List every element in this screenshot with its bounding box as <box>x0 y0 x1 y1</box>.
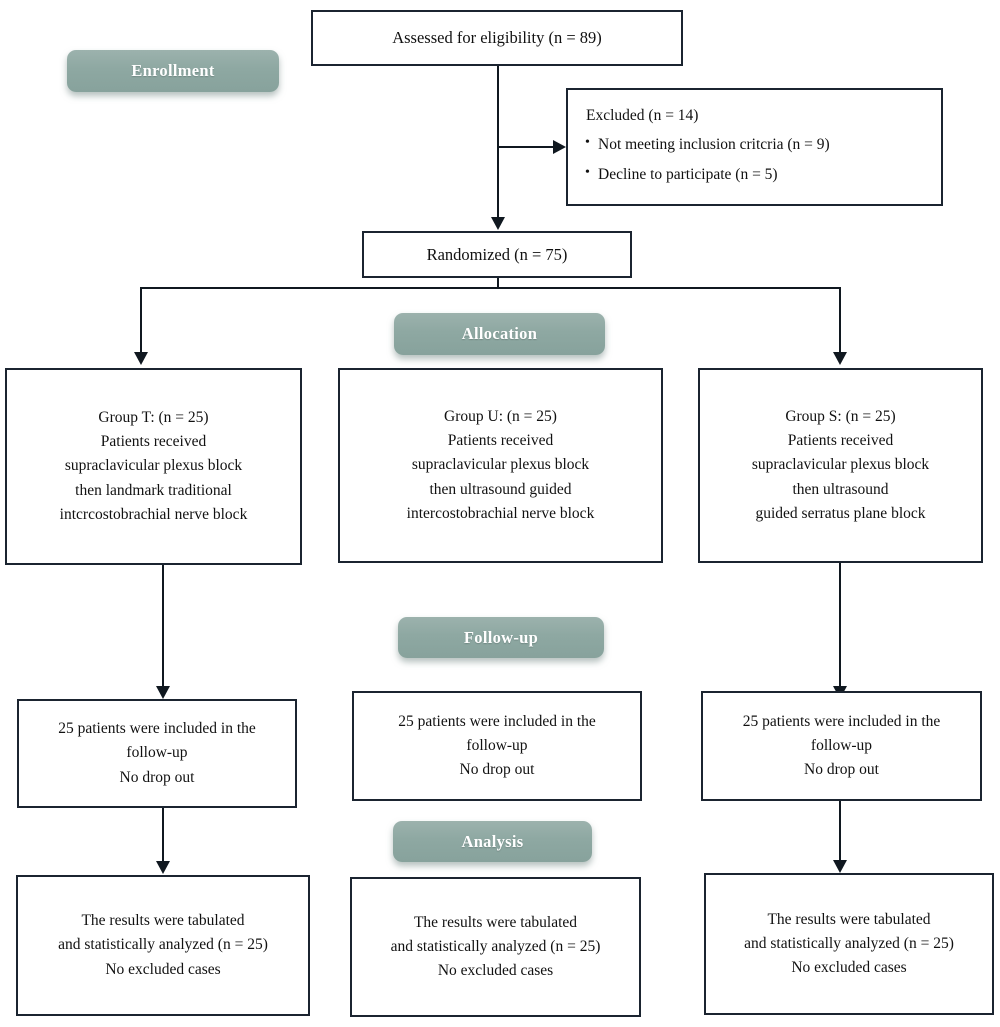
arrowhead-excluded <box>553 140 566 154</box>
box-followup-group-t: 25 patients were included in the follow-… <box>17 699 297 808</box>
allocation-line: supraclavicular plexus block <box>751 456 930 474</box>
connector-followup-s-to-analysis <box>839 801 841 861</box>
arrowhead-group-s <box>833 352 847 365</box>
allocation-line: Group U: (n = 25) <box>444 408 557 426</box>
analysis-line: The results were tabulated <box>413 913 578 931</box>
stage-label-allocation-text: Allocation <box>461 324 538 343</box>
list-item: Not meeting inclusion critcria (n = 9) <box>585 129 830 160</box>
followup-line: follow-up <box>466 736 528 754</box>
followup-line: 25 patients were included in the <box>742 712 941 730</box>
allocation-line: intercostobrachial nerve block <box>406 504 595 522</box>
stage-label-allocation: Allocation <box>394 313 605 355</box>
arrowhead-analysis-s <box>833 860 847 873</box>
connector-group-s-to-followup <box>839 563 841 687</box>
allocation-line: supraclavicular plexus block <box>64 457 243 475</box>
box-followup-group-s: 25 patients were included in the follow-… <box>701 691 982 801</box>
allocation-line: Group T: (n = 25) <box>98 409 209 427</box>
stage-label-enrollment-text: Enrollment <box>131 61 215 80</box>
allocation-line: then ultrasound guided <box>429 480 572 498</box>
assessed-text: Assessed for eligibility (n = 89) <box>392 28 602 48</box>
box-assessed-for-eligibility: Assessed for eligibility (n = 89) <box>311 10 683 66</box>
followup-line: No drop out <box>119 768 195 786</box>
box-allocation-group-s: Group S: (n = 25) Patients received supr… <box>698 368 983 563</box>
followup-line: follow-up <box>126 744 188 762</box>
list-item: Decline to participate (n = 5) <box>585 159 830 190</box>
analysis-line: and statistically analyzed (n = 25) <box>390 937 601 955</box>
connector-followup-t-to-analysis <box>162 808 164 862</box>
analysis-line: No excluded cases <box>791 959 907 976</box>
stage-label-analysis-text: Analysis <box>461 831 524 851</box>
analysis-line: The results were tabulated <box>767 910 931 928</box>
analysis-line: and statistically analyzed (n = 25) <box>744 934 954 952</box>
box-analysis-group-u: The results were tabulated and statistic… <box>350 877 641 1017</box>
arrowhead-analysis-t <box>156 861 170 874</box>
stage-label-enrollment: Enrollment <box>67 50 279 92</box>
analysis-line: The results were tabulated <box>81 912 245 930</box>
excluded-heading: Excluded (n = 14) <box>586 107 699 124</box>
followup-line: No drop out <box>459 761 535 778</box>
arrowhead-group-t <box>134 352 148 365</box>
connector-randomized-stem <box>497 278 499 288</box>
allocation-line: Patients received <box>787 432 894 450</box>
allocation-line: Patients received <box>447 432 554 450</box>
randomized-text: Randomized (n = 75) <box>426 244 568 264</box>
connector-group-t-to-followup <box>162 565 164 687</box>
stage-label-followup: Follow-up <box>398 617 604 658</box>
connector-split-left-drop <box>140 287 142 353</box>
stage-label-followup-text: Follow-up <box>463 627 539 647</box>
analysis-line: No excluded cases <box>105 960 221 978</box>
connector-split-right-drop <box>839 287 841 353</box>
stage-label-analysis: Analysis <box>393 821 592 862</box>
box-allocation-group-u: Group U: (n = 25) Patients received supr… <box>338 368 663 563</box>
box-randomized: Randomized (n = 75) <box>362 231 632 278</box>
box-followup-group-u: 25 patients were included in the follow-… <box>352 691 642 801</box>
connector-assessed-to-randomized <box>497 66 499 218</box>
analysis-line: and statistically analyzed (n = 25) <box>58 936 268 954</box>
connector-split-horizontal <box>140 287 841 289</box>
followup-line: No drop out <box>804 761 879 778</box>
connector-trunk-to-excluded <box>497 146 554 148</box>
arrowhead-followup-t <box>156 686 170 699</box>
allocation-line: Patients received <box>100 433 207 451</box>
followup-line: follow-up <box>810 736 873 754</box>
excluded-reason-list: Not meeting inclusion critcria (n = 9) D… <box>576 129 830 190</box>
allocation-line: supraclavicular plexus block <box>411 456 590 474</box>
box-analysis-group-t: The results were tabulated and statistic… <box>16 875 310 1016</box>
allocation-line: intcrcostobrachial nerve block <box>59 505 248 523</box>
box-analysis-group-s: The results were tabulated and statistic… <box>704 873 994 1015</box>
allocation-line: guided serratus plane block <box>755 504 926 522</box>
allocation-line: Group S: (n = 25) <box>785 408 896 426</box>
followup-line: 25 patients were included in the <box>58 720 256 738</box>
box-excluded: Excluded (n = 14) Not meeting inclusion … <box>566 88 943 206</box>
box-allocation-group-t: Group T: (n = 25) Patients received supr… <box>5 368 302 565</box>
analysis-line: No excluded cases <box>437 962 554 979</box>
followup-line: 25 patients were included in the <box>398 712 596 730</box>
allocation-line: then landmark traditional <box>75 481 232 499</box>
allocation-line: then ultrasound <box>792 480 889 498</box>
arrowhead-randomized <box>491 217 505 230</box>
